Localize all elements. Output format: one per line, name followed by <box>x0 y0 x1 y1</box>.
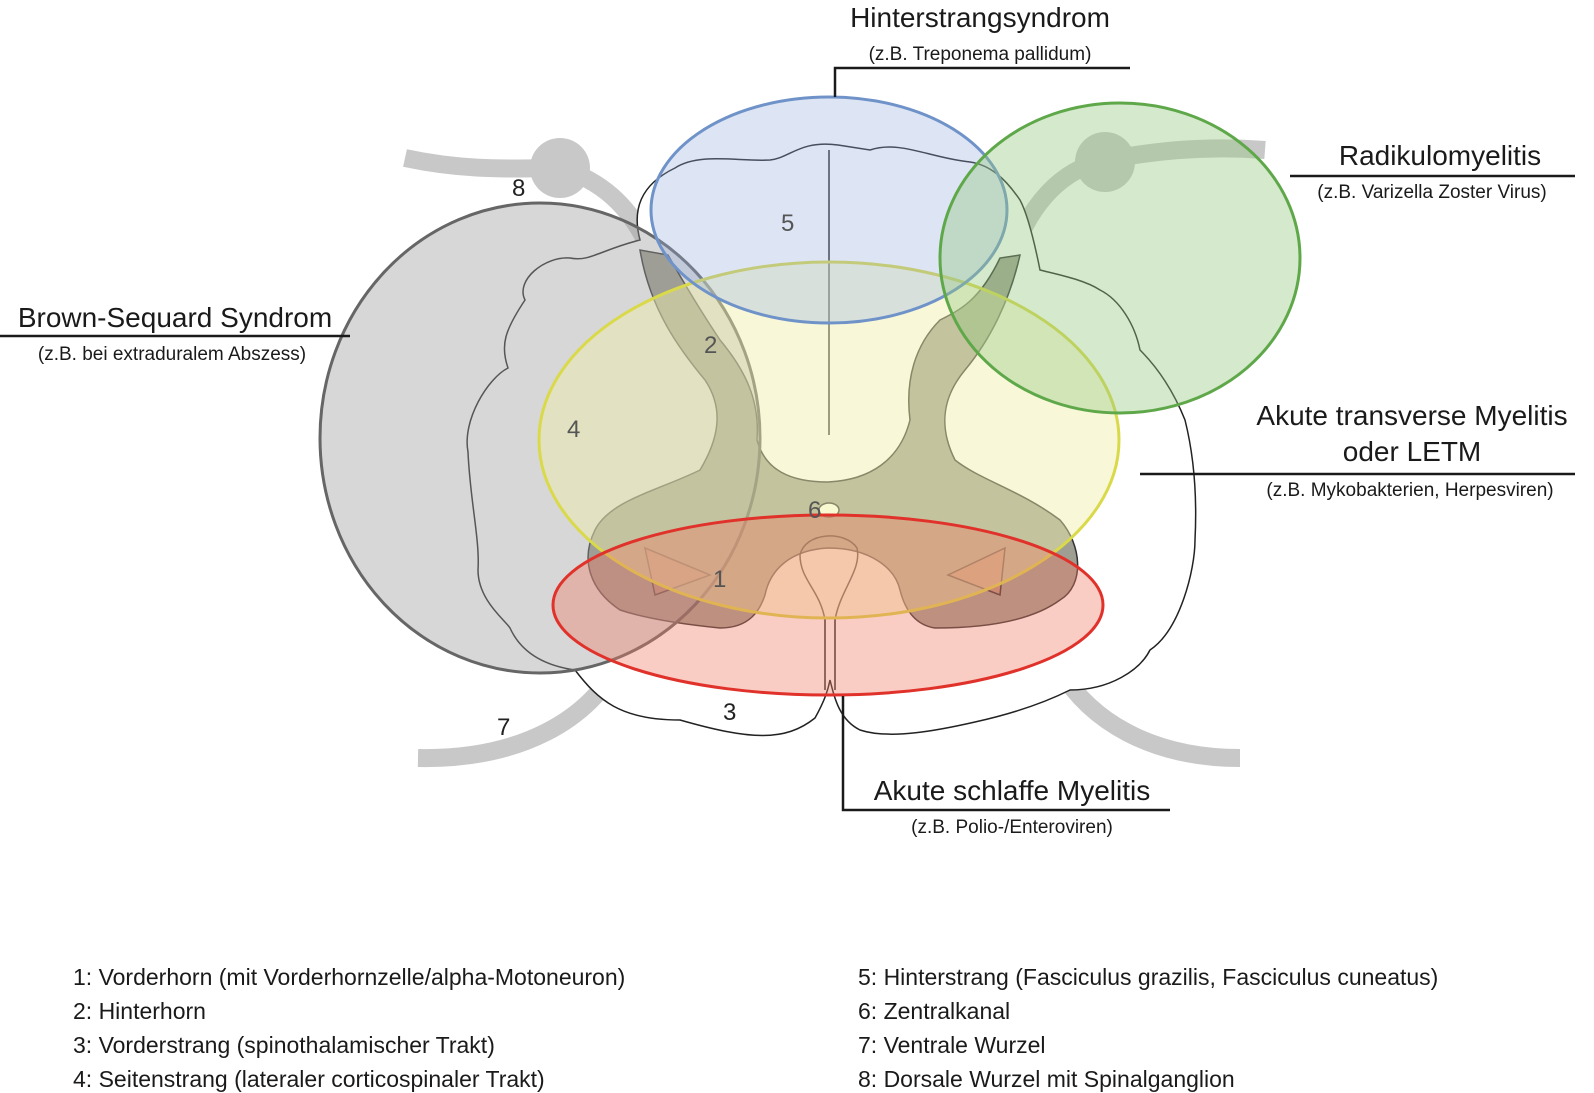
spinal-ganglion-left <box>530 138 590 198</box>
label-8: 8 <box>512 175 525 202</box>
motoneuron-right <box>946 546 1006 597</box>
label-5: 5 <box>781 210 794 237</box>
transverse-title-2: oder LETM <box>1343 436 1482 467</box>
central-canal <box>818 502 840 518</box>
leader-hinterstrang <box>833 66 1130 97</box>
radikulo-title: Radikulomyelitis <box>1339 140 1541 171</box>
anterior-median-fissure <box>799 535 859 690</box>
hinterstrang-example: (z.B. Treponema pallidum) <box>869 44 1092 65</box>
label-4: 4 <box>567 416 580 443</box>
motoneuron-left <box>643 546 713 596</box>
legend-item-6: 6: Zentralkanal <box>858 998 1010 1024</box>
brown-title: Brown-Sequard Syndrom <box>18 302 332 333</box>
transverse-title-1: Akute transverse Myelitis <box>1256 400 1567 431</box>
legend-item-8: 8: Dorsale Wurzel mit Spinalganglion <box>858 1066 1235 1092</box>
schlaffe-example: (z.B. Polio-/Enteroviren) <box>911 817 1113 838</box>
label-6: 6 <box>808 497 821 524</box>
radiculomyelitis-region <box>938 101 1302 415</box>
brown-example: (z.B. bei extraduralem Abszess) <box>38 344 306 365</box>
legend: 1: Vorderhorn (mit Vorderhornzelle/alpha… <box>73 964 1438 1092</box>
hinterstrang-title: Hinterstrangsyndrom <box>850 2 1110 33</box>
legend-item-4: 4: Seitenstrang (lateraler corticospinal… <box>73 1066 545 1092</box>
legend-item-2: 2: Hinterhorn <box>73 998 206 1024</box>
label-1: 1 <box>713 566 726 593</box>
gray-matter <box>587 249 1079 629</box>
label-3: 3 <box>723 699 736 726</box>
legend-item-5: 5: Hinterstrang (Fasciculus grazilis, Fa… <box>858 964 1438 990</box>
label-7: 7 <box>497 714 510 741</box>
leader-schlaffe <box>841 696 1170 812</box>
label-2: 2 <box>704 332 717 359</box>
transverse-example: (z.B. Mykobakterien, Herpesviren) <box>1266 480 1553 501</box>
radikulo-example: (z.B. Varizella Zoster Virus) <box>1317 182 1546 203</box>
legend-item-1: 1: Vorderhorn (mit Vorderhornzelle/alpha… <box>73 964 625 990</box>
dorsal-column-region <box>649 95 1009 325</box>
legend-item-7: 7: Ventrale Wurzel <box>858 1032 1046 1058</box>
legend-item-3: 3: Vorderstrang (spinothalamischer Trakt… <box>73 1032 495 1058</box>
schlaffe-title: Akute schlaffe Myelitis <box>874 775 1151 806</box>
flaccid-myelitis-region <box>551 513 1105 697</box>
spinal-ganglion-right <box>1075 132 1135 192</box>
